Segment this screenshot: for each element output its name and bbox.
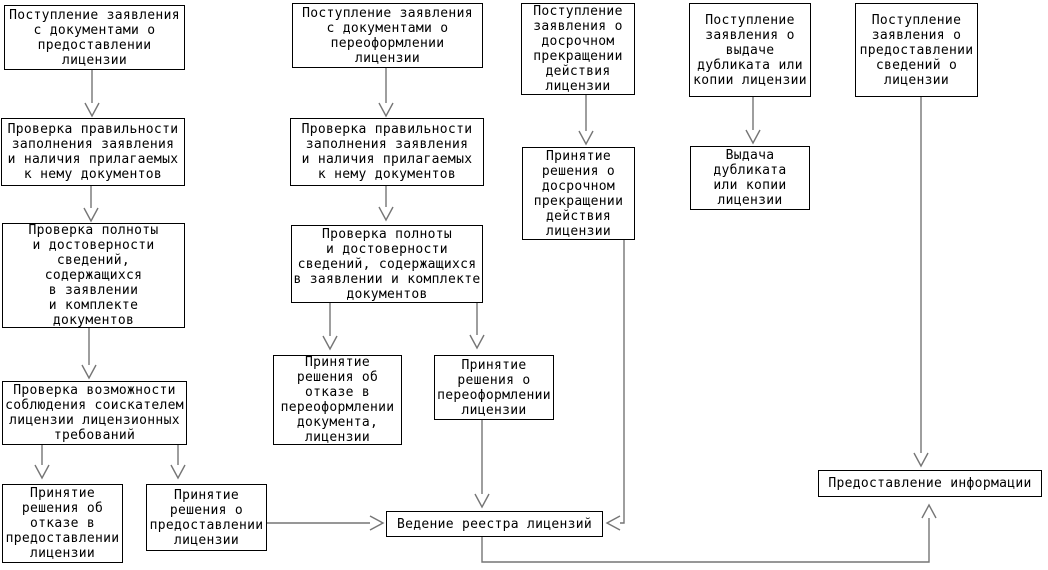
- node-check-application-form-1: Проверка правильности заполнения заявлен…: [1, 118, 185, 186]
- arrow-col1-completeness-to-compliance: [81, 328, 97, 380]
- arrow-col1-intake-to-check-form: [84, 70, 100, 118]
- node-check-licensee-compliance: Проверка возможности соблюдения соискате…: [2, 381, 187, 445]
- arrow-col2-intake-to-check-form: [378, 68, 394, 118]
- node-issue-duplicate: Выдача дубликата или копии лицензии: [690, 146, 810, 210]
- arrow-col3-terminate-to-registry: [605, 240, 625, 531]
- arrow-registry-to-provide-info: [481, 503, 937, 563]
- arrow-col2-reissue-to-registry: [474, 420, 490, 509]
- node-intake-termination-application: Поступление заявления о досрочном прекра…: [521, 3, 635, 95]
- node-provide-information: Предоставление информации: [818, 470, 1042, 497]
- arrow-col4-intake-to-issue-duplicate: [745, 97, 761, 145]
- arrow-col1-compliance-to-refuse: [34, 445, 50, 480]
- node-check-info-completeness-2: Проверка полноты и достоверности сведени…: [291, 225, 483, 303]
- node-decision-grant-license: Принятие решения о предоставлении лиценз…: [146, 484, 267, 551]
- arrow-col2-completeness-to-reissue: [469, 303, 485, 350]
- arrow-col1-check-form-to-completeness: [83, 186, 99, 223]
- arrow-col1-grant-to-registry: [267, 515, 385, 531]
- arrow-col5-intake-to-provide-info: [913, 97, 929, 468]
- node-decision-reissue-license: Принятие решения о переоформлении лиценз…: [434, 355, 554, 420]
- node-intake-grant-application: Поступление заявления с документами о пр…: [4, 5, 185, 70]
- arrow-col2-completeness-to-refuse: [322, 303, 338, 351]
- node-intake-reissue-application: Поступление заявления с документами о пе…: [292, 3, 483, 68]
- arrow-col3-intake-to-terminate: [578, 95, 594, 146]
- node-license-registry: Ведение реестра лицензий: [386, 511, 603, 537]
- node-intake-duplicate-application: Поступление заявления о выдаче дубликата…: [689, 3, 811, 97]
- node-decision-refuse-reissue: Принятие решения об отказе в переоформле…: [273, 355, 402, 445]
- node-intake-info-request: Поступление заявления о предоставлении с…: [855, 3, 978, 97]
- arrow-col1-compliance-to-grant: [170, 445, 186, 480]
- node-decision-refuse-license: Принятие решения об отказе в предоставле…: [2, 484, 123, 563]
- node-decision-terminate-license: Принятие решения о досрочном прекращении…: [522, 147, 635, 240]
- node-check-info-completeness-1: Проверка полноты и достоверности сведени…: [2, 223, 185, 328]
- node-check-application-form-2: Проверка правильности заполнения заявлен…: [290, 118, 484, 186]
- arrow-col2-check-form-to-completeness: [378, 186, 394, 222]
